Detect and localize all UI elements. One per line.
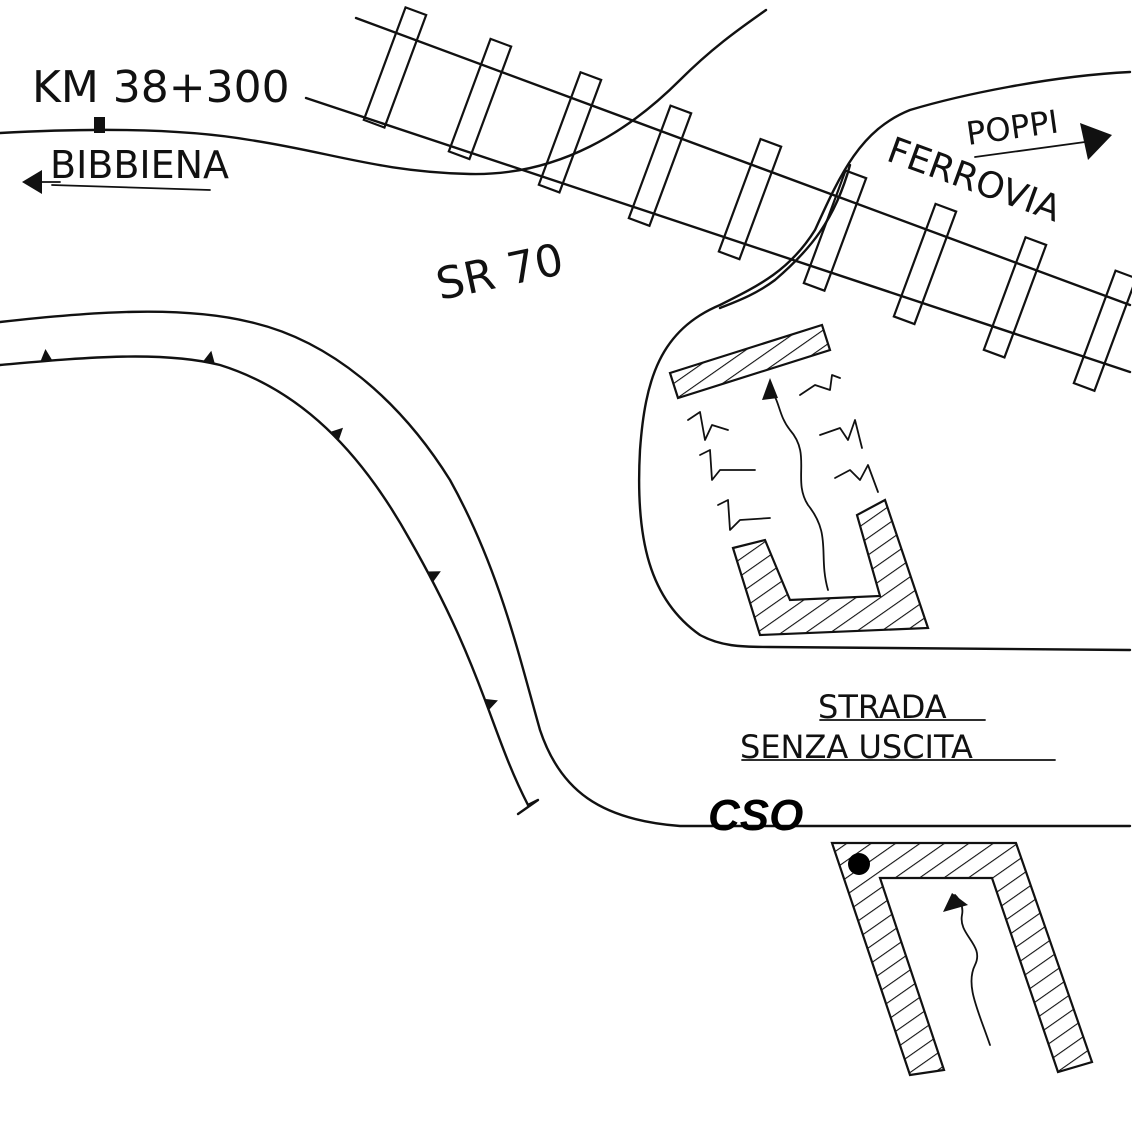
bank-mark-5	[819, 419, 863, 449]
railway-track	[304, 5, 1132, 393]
embankment-markers	[40, 349, 498, 711]
embankment-line	[0, 355, 530, 807]
culvert-lower	[830, 841, 1094, 1077]
sr70-label: SR 70	[432, 234, 568, 311]
km-post-marker	[94, 117, 105, 133]
embankment-marker-icon	[330, 427, 344, 441]
senza-uscita-label: SENZA USCITA	[740, 728, 973, 766]
bank-mark-3	[717, 499, 771, 531]
railway-tie	[362, 5, 428, 129]
parcel-upper-inner-edge	[718, 163, 852, 310]
railway-tie	[447, 37, 513, 161]
parcel-upper-outline	[637, 70, 1132, 652]
strada-label: STRADA	[818, 688, 947, 726]
flow-line-upper	[769, 389, 829, 591]
bank-mark-6	[834, 464, 879, 493]
flow-arrowhead-lower-icon	[943, 893, 968, 912]
railway-tie	[537, 70, 603, 194]
railway-tie	[717, 137, 783, 261]
culvert-upper-headwall	[668, 323, 832, 400]
arrow-left-icon	[22, 170, 61, 194]
railway-tie	[1072, 269, 1132, 393]
embankment-marker-icon	[40, 349, 53, 362]
embankment-end-hook	[516, 798, 540, 816]
bank-mark-4	[799, 374, 841, 396]
railway-ties	[362, 5, 1132, 393]
flow-arrowhead-upper-icon	[762, 378, 778, 400]
culvert-upper	[668, 323, 930, 637]
railway-tie	[982, 235, 1048, 359]
road-edge-upper	[0, 310, 1132, 828]
bank-mark-1	[687, 411, 729, 441]
railway-tie	[627, 104, 693, 228]
cso-label: CSO	[708, 791, 803, 840]
railway-tie	[802, 169, 868, 293]
parcel-upper	[637, 70, 1132, 652]
embankment-marker-icon	[203, 350, 215, 364]
flow-line-lower	[954, 894, 991, 1046]
culvert-lower-channel	[830, 841, 1094, 1077]
bibbiena-label: BIBBIENA	[50, 143, 229, 187]
km-label: KM 38+300	[32, 62, 290, 113]
filled-dot-icon	[848, 853, 870, 875]
bibbiena-underline	[51, 184, 211, 191]
road-sr70	[0, 8, 1132, 828]
railway-tie	[892, 202, 958, 326]
bank-mark-2	[699, 449, 756, 481]
culvert-upper-channel	[731, 498, 930, 637]
embankment-marker-icon	[484, 698, 498, 711]
arrow-right-icon	[974, 123, 1112, 160]
poppi-label: POPPI	[964, 102, 1061, 153]
embankment-marker-icon	[427, 571, 441, 583]
road-sr70-curve	[0, 8, 768, 176]
rail-top	[354, 16, 1132, 307]
